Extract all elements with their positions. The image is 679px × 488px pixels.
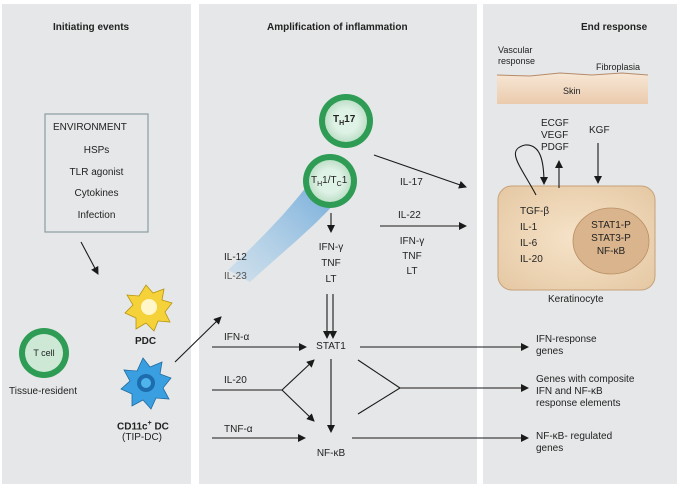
header-amplification: Amplification of inflammation bbox=[267, 22, 408, 33]
il22-label: IL-22 bbox=[398, 210, 421, 221]
ifna-label: IFN-α bbox=[224, 332, 250, 343]
environment-item-infection: Infection bbox=[77, 210, 116, 221]
th17-label: TH17 bbox=[333, 114, 356, 127]
lt-label: LT bbox=[325, 274, 337, 285]
nfkb-genes-line1: NF-κB- regulated bbox=[536, 431, 613, 442]
ecgf-label: ECGF bbox=[541, 118, 569, 129]
skin-label: Skin bbox=[563, 86, 581, 96]
vascular-line1: Vascular bbox=[498, 45, 533, 55]
panel-amplification bbox=[199, 4, 477, 484]
skin-layer bbox=[496, 72, 649, 104]
environment-item-tlr: TLR agonist bbox=[69, 167, 124, 178]
kgf-label: KGF bbox=[589, 125, 610, 136]
lt2-label: LT bbox=[406, 266, 418, 277]
k-stat3p: STAT3-P bbox=[591, 233, 631, 244]
vegf-label: VEGF bbox=[541, 130, 569, 141]
cd11c-label: CD11c+ DC bbox=[117, 420, 169, 433]
header-initiating-events: Initiating events bbox=[53, 22, 130, 33]
th1-tc1-cell bbox=[303, 154, 357, 208]
header-end-response: End response bbox=[581, 22, 648, 33]
ifn-genes-line2: genes bbox=[536, 346, 564, 357]
fibroplasia-label: Fibroplasia bbox=[596, 62, 641, 72]
composite-line1: Genes with composite bbox=[536, 374, 635, 385]
vascular-line2: response bbox=[498, 56, 536, 66]
arrow-il20-nfkb bbox=[281, 389, 315, 422]
k-nfkb: NF-κB bbox=[596, 246, 626, 257]
composite-line3: response elements bbox=[536, 398, 621, 409]
nfkb-node: NF-κB bbox=[316, 448, 346, 459]
k-tgfb: TGF-β bbox=[520, 206, 550, 217]
th1-tc1-label: TH1/TC1 bbox=[311, 175, 348, 188]
tnf2-label: TNF bbox=[402, 251, 422, 262]
il20-label: IL-20 bbox=[224, 375, 247, 386]
il12-label: IL-12 bbox=[224, 252, 247, 263]
arrow-environment-to-pdc bbox=[80, 241, 99, 275]
k-il1: IL-1 bbox=[520, 222, 538, 233]
nfkb-genes-line2: genes bbox=[536, 443, 564, 454]
pdc-cell bbox=[124, 284, 173, 332]
k-il20: IL-20 bbox=[520, 254, 543, 265]
environment-title: ENVIRONMENT bbox=[53, 122, 127, 133]
ifng-label: IFN-γ bbox=[318, 242, 344, 253]
k-il6: IL-6 bbox=[520, 238, 538, 249]
keratinocyte-label: Keratinocyte bbox=[548, 294, 604, 305]
tipdc-label: (TIP-DC) bbox=[122, 432, 162, 443]
arrow-th17-to-keratinocyte bbox=[373, 154, 467, 189]
ifng2-label: IFN-γ bbox=[399, 236, 425, 247]
tissue-resident-tcell bbox=[19, 328, 69, 378]
panel-initiating-events bbox=[2, 4, 191, 484]
environment-item-hsps: HSPs bbox=[83, 145, 110, 156]
tcell-label: T cell bbox=[33, 348, 55, 358]
stat1-node: STAT1 bbox=[316, 341, 346, 352]
il23-label: IL-23 bbox=[224, 271, 247, 282]
ifn-genes-line1: IFN-response bbox=[536, 334, 597, 345]
tnf-label: TNF bbox=[321, 258, 341, 269]
pdgf-label: PDGF bbox=[541, 142, 569, 153]
pdc-label: PDC bbox=[135, 336, 157, 347]
il17-label: IL-17 bbox=[400, 177, 423, 188]
arrow-autocrine-loop bbox=[514, 144, 548, 196]
k-stat1p: STAT1-P bbox=[591, 220, 631, 231]
keratinocyte-cell bbox=[497, 185, 656, 291]
tissue-resident-label: Tissue-resident bbox=[9, 386, 77, 397]
th17-cell bbox=[319, 94, 373, 148]
arrow-il20-stat1 bbox=[281, 359, 315, 391]
environment-box bbox=[44, 113, 149, 233]
tnfa-label: TNF-α bbox=[224, 424, 253, 435]
composite-bracket bbox=[357, 359, 402, 415]
environment-item-cytokines: Cytokines bbox=[74, 188, 119, 199]
cd11c-dc-cell bbox=[120, 357, 172, 410]
composite-line2: IFN and NF-κB bbox=[536, 386, 603, 397]
arrow-dc-to-il12 bbox=[174, 316, 222, 363]
